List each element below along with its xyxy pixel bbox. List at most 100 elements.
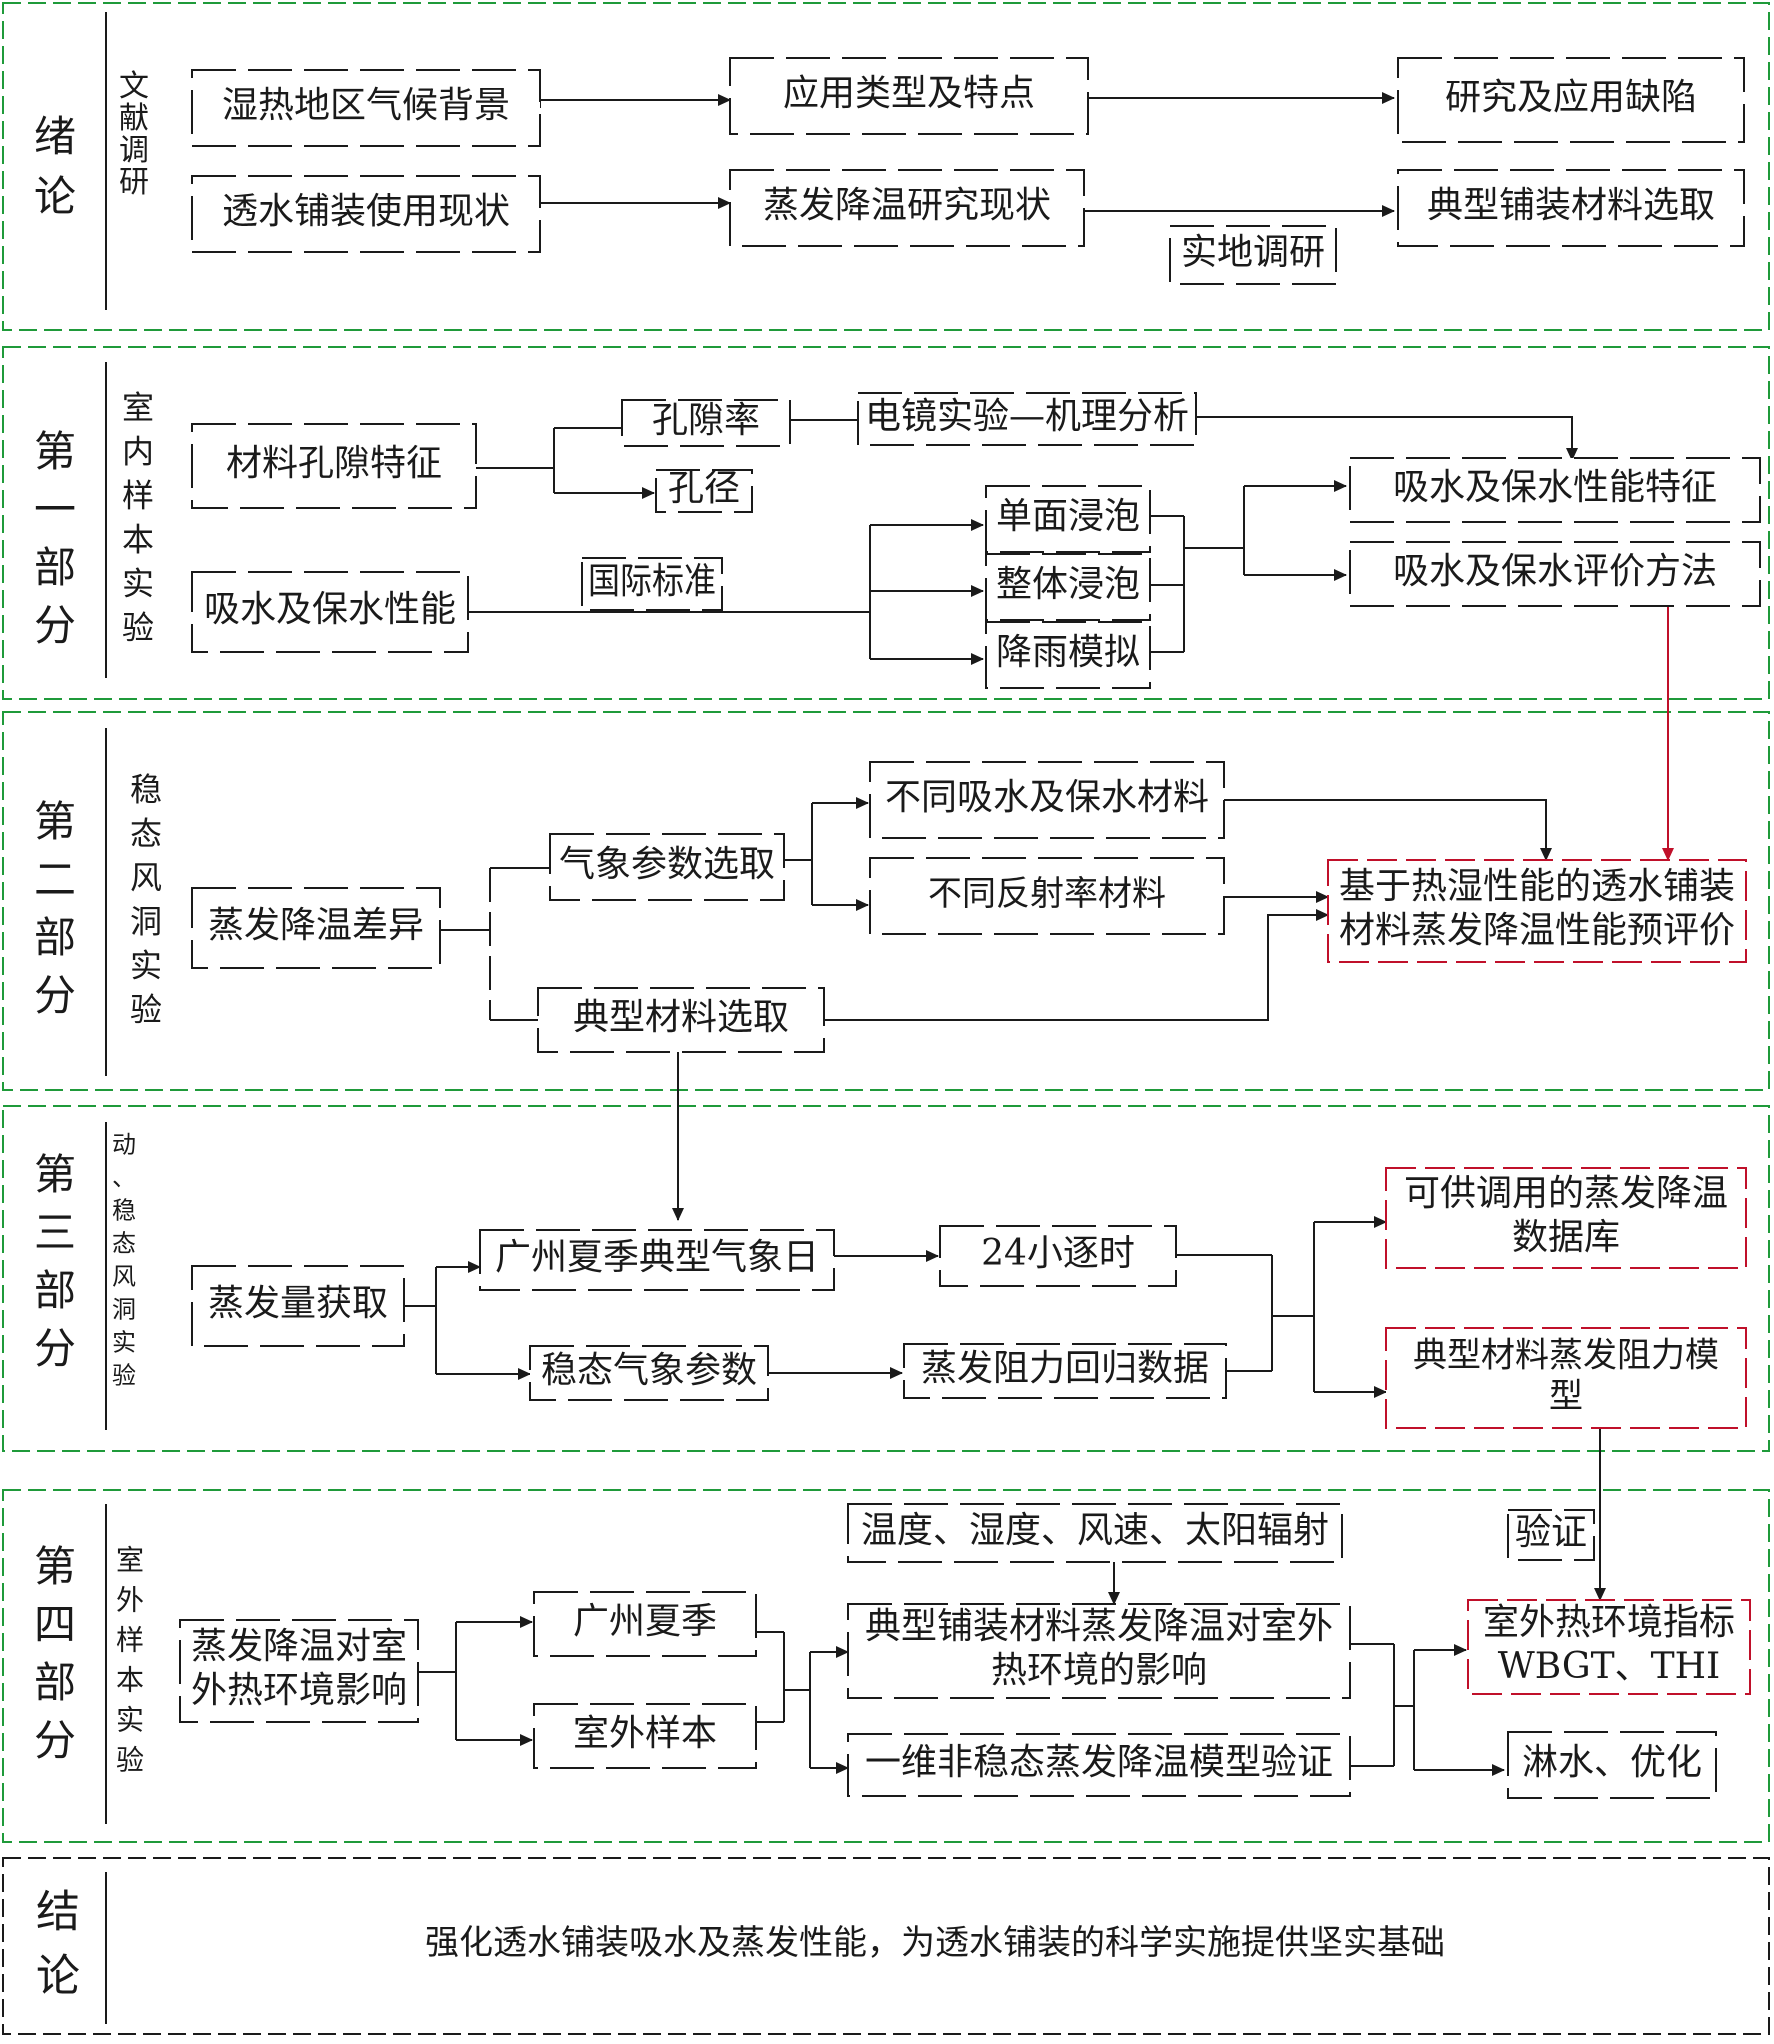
section-sublabel-char: 样 (122, 477, 154, 515)
node-label: 湿热地区气候背景 (222, 85, 510, 126)
section-label-char: 分 (34, 971, 76, 1020)
connectors (404, 92, 1674, 1776)
node-label: 国际标准 (588, 561, 716, 602)
node-box (191, 887, 441, 969)
node-p4-verify-label: 验证 (1507, 1509, 1595, 1561)
section-sublabel-char: 态 (112, 1230, 136, 1258)
node-label: 稳态气象参数 (541, 1350, 757, 1391)
node-label: 研究及应用缺陷 (1445, 77, 1697, 118)
node-box (847, 1603, 1351, 1699)
node-label: 应用类型及特点 (783, 73, 1035, 114)
node-box (191, 1265, 405, 1347)
node-label: 可供调用的蒸发降温 (1404, 1173, 1728, 1214)
node-label: 不同反射率材料 (928, 874, 1166, 914)
node-label: 孔隙率 (652, 400, 760, 441)
node-box (179, 1619, 419, 1723)
node-label: 材料孔隙特征 (226, 443, 442, 484)
node-box (655, 469, 753, 513)
section-frame-part1 (2, 346, 1770, 700)
section-sublabel-char: 实 (112, 1329, 136, 1357)
node-label: 典型铺装材料选取 (1427, 185, 1715, 226)
node-p1-absorb-feature: 吸水及保水性能特征 (1349, 457, 1761, 523)
node-p2-evap-diff: 蒸发降温差异 (191, 887, 441, 969)
node-p3-gz-day: 广州夏季典型气象日 (479, 1229, 835, 1291)
section-label-char: 论 (34, 172, 76, 221)
node-label: 强化透水铺装吸水及蒸发性能，为透水铺装的科学实施提供坚实基础 (425, 1923, 1445, 1963)
node-p3-evap-amount: 蒸发量获取 (191, 1265, 405, 1347)
node-label: 淋水、优化 (1522, 1742, 1702, 1783)
arrow-absorbmaterials-to-preeval (1224, 799, 1552, 861)
node-box (549, 833, 785, 901)
node-box (621, 399, 791, 447)
section-sublabel-char: 实 (116, 1704, 144, 1737)
node-intro-app-types: 应用类型及特点 (729, 57, 1089, 135)
section-sublabel-char: 本 (122, 521, 154, 559)
section-label-char: 论 (36, 1951, 80, 2002)
section-frame-part2 (2, 711, 1770, 1091)
node-p2-typical-select: 典型材料选取 (537, 987, 825, 1053)
node-box (537, 987, 825, 1053)
node-label: 电镜实验—机理分析 (865, 396, 1189, 437)
node-p1-porosity: 孔隙率 (621, 399, 791, 447)
section-sublabel-char: 洞 (112, 1296, 136, 1324)
section-label-char: 绪 (34, 112, 76, 161)
node-label: 室外热环境指标 (1483, 1602, 1735, 1643)
node-box (533, 1703, 757, 1769)
node-label: 典型材料选取 (573, 997, 789, 1038)
node-box (1507, 1731, 1717, 1799)
section-sublabel-char: 验 (122, 609, 154, 647)
node-p1-absorb-perf: 吸水及保水性能 (191, 571, 469, 653)
node-box (529, 1345, 769, 1401)
section-sublabel-char: 献 (119, 101, 149, 136)
node-label: 蒸发阻力回归数据 (921, 1348, 1209, 1389)
node-p1-single-soak: 单面浸泡 (985, 485, 1151, 553)
node-box (1169, 225, 1337, 285)
node-p3-24h: 24小逐时 (939, 1225, 1177, 1287)
section-sublabel-char: 本 (116, 1664, 144, 1697)
section-label-char: 四 (34, 1600, 76, 1649)
node-box (191, 69, 541, 147)
section-sublabel-char: 稳 (112, 1197, 136, 1225)
node-p4-met-vars: 温度、湿度、风速、太阳辐射 (847, 1503, 1343, 1563)
section-sublabel-char: 动 (112, 1131, 136, 1159)
node-label: 单面浸泡 (996, 496, 1140, 537)
node-intro-evap-status: 蒸发降温研究现状 (729, 169, 1085, 247)
node-label: 吸水及保水评价方法 (1393, 551, 1717, 592)
node-p1-pore-size: 孔径 (655, 468, 753, 513)
node-p1-rain-sim: 降雨模拟 (985, 621, 1151, 689)
node-label: 一维非稳态蒸发降温模型验证 (865, 1742, 1333, 1783)
section-sublabel-char: 实 (122, 565, 154, 603)
section-label-char: 结 (36, 1887, 80, 1938)
section-sublabel-char: 验 (112, 1362, 136, 1390)
section-frame-part4 (2, 1489, 1770, 1843)
section-frame-conclusion (2, 1857, 1770, 2035)
section-sublabel-char: 室 (116, 1544, 144, 1577)
node-intro-typical-select: 典型铺装材料选取 (1397, 169, 1745, 247)
node-label: 基于热湿性能的透水铺装 (1339, 866, 1735, 907)
section-sublabel-char: 样 (116, 1624, 144, 1657)
node-label: 整体浸泡 (996, 564, 1140, 605)
section-label-char: 部 (34, 1266, 76, 1315)
section-sublabel-char: 文 (119, 69, 149, 104)
node-box (1385, 1327, 1747, 1429)
section-sublabel-char: 验 (116, 1744, 144, 1777)
node-intro-usage: 透水铺装使用现状 (191, 175, 541, 253)
node-box (857, 392, 1197, 446)
node-p1-intl-std: 国际标准 (581, 557, 723, 611)
section-sublabel-char: 内 (122, 433, 154, 471)
node-label: 广州夏季 (573, 1601, 717, 1642)
section-label-char: 分 (34, 601, 76, 650)
section-label-char: 第 (34, 1150, 76, 1199)
node-box (581, 557, 723, 611)
node-label: 验证 (1515, 1512, 1587, 1553)
section-sublabel-char: 洞 (130, 903, 162, 941)
node-box (903, 1343, 1227, 1399)
nodes: 湿热地区气候背景应用类型及特点研究及应用缺陷透水铺装使用现状蒸发降温研究现状典型… (179, 57, 1761, 1963)
node-box (1327, 859, 1747, 963)
section-label-char: 三 (34, 1208, 76, 1257)
